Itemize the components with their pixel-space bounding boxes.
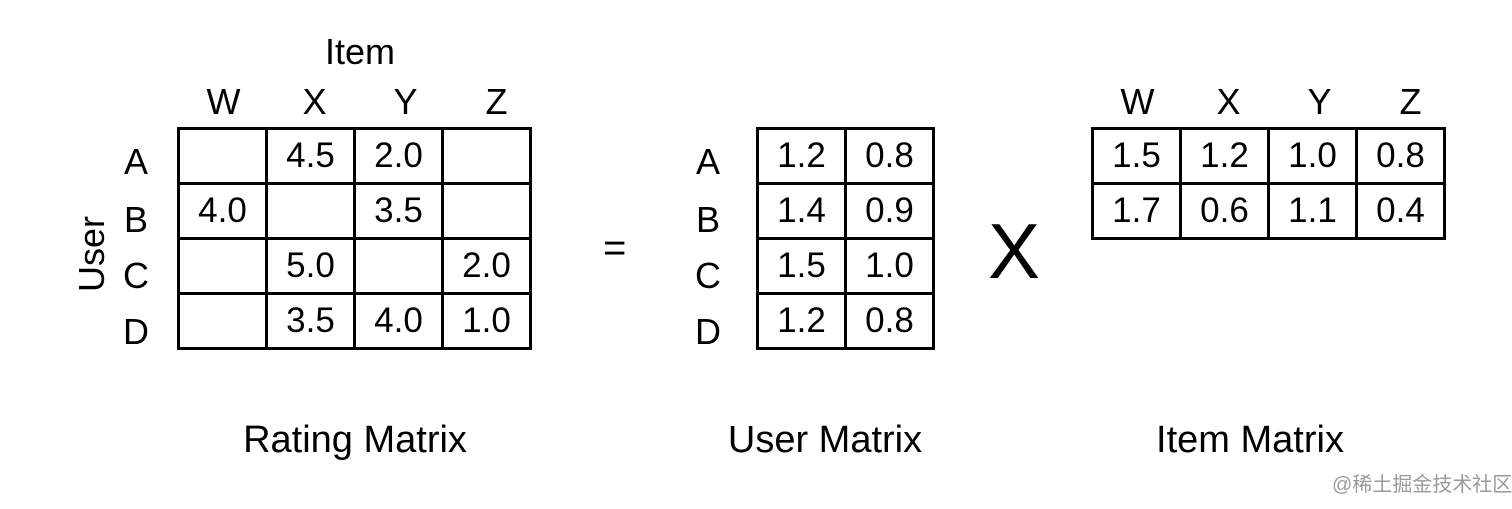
rating-col-header: Y [393,81,418,122]
rating-cell [177,237,268,295]
rating-cell [177,292,268,350]
item-col-header: Z [1399,81,1422,122]
rating-matrix: 4.5 2.0 4.0 3.5 5.0 2.0 3.5 4.0 1.0 [177,127,532,350]
item-cell: 1.7 [1091,182,1182,240]
rating-col-header: W [206,81,241,122]
rating-col-header: X [302,81,327,122]
user-matrix-row: 1.5 1.0 [756,237,935,295]
item-col-header: X [1216,81,1241,122]
item-matrix-row: 1.5 1.2 1.0 0.8 [1091,127,1446,185]
rating-cell: 2.0 [353,127,444,185]
user-cell: 1.2 [756,127,847,185]
user-cell: 0.8 [844,292,935,350]
rating-cell: 1.0 [441,292,532,350]
rating-cell: 3.5 [353,182,444,240]
user-matrix-row: 1.2 0.8 [756,127,935,185]
item-axis-label: Item [324,31,395,72]
rating-cell [441,182,532,240]
user-cell: 1.5 [756,237,847,295]
rating-cell [353,237,444,295]
multiply-sign: X [988,207,1041,295]
rating-row-header: C [123,255,149,296]
rating-col-header: Z [485,81,508,122]
rating-cell [265,182,356,240]
item-cell: 1.0 [1267,127,1358,185]
user-axis-label: User [71,215,112,292]
user-matrix-row: 1.2 0.8 [756,292,935,350]
user-matrix-caption: User Matrix [727,419,923,461]
user-row-header: B [695,199,720,240]
item-cell: 0.4 [1355,182,1446,240]
item-matrix-row: 1.7 0.6 1.1 0.4 [1091,182,1446,240]
rating-cell: 4.0 [177,182,268,240]
item-cell: 0.6 [1179,182,1270,240]
equals-sign: = [603,226,627,270]
rating-cell: 5.0 [265,237,356,295]
rating-row-header: B [123,199,148,240]
rating-cell: 2.0 [441,237,532,295]
user-matrix-row: 1.4 0.9 [756,182,935,240]
rating-matrix-row: 5.0 2.0 [177,237,532,295]
rating-row-header: A [123,141,148,182]
user-cell: 1.2 [756,292,847,350]
rating-matrix-row: 3.5 4.0 1.0 [177,292,532,350]
user-row-header: A [695,141,720,182]
user-matrix: 1.2 0.8 1.4 0.9 1.5 1.0 1.2 0.8 [756,127,935,350]
item-col-header: Y [1307,81,1332,122]
rating-matrix-caption: Rating Matrix [243,419,467,461]
user-cell: 1.0 [844,237,935,295]
rating-cell [441,127,532,185]
item-cell: 1.1 [1267,182,1358,240]
user-row-header: C [695,255,721,296]
item-cell: 1.2 [1179,127,1270,185]
item-matrix-caption: Item Matrix [1156,419,1344,461]
rating-row-header: D [123,311,149,352]
user-cell: 0.9 [844,182,935,240]
item-matrix: 1.5 1.2 1.0 0.8 1.7 0.6 1.1 0.4 [1091,127,1446,240]
rating-cell [177,127,268,185]
user-cell: 1.4 [756,182,847,240]
user-cell: 0.8 [844,127,935,185]
user-row-header: D [695,311,721,352]
item-col-header: W [1120,81,1155,122]
rating-matrix-row: 4.0 3.5 [177,182,532,240]
item-cell: 0.8 [1355,127,1446,185]
rating-cell: 4.5 [265,127,356,185]
watermark-text: @稀土掘金技术社区 [1332,474,1512,496]
item-cell: 1.5 [1091,127,1182,185]
rating-cell: 4.0 [353,292,444,350]
rating-matrix-row: 4.5 2.0 [177,127,532,185]
rating-cell: 3.5 [265,292,356,350]
